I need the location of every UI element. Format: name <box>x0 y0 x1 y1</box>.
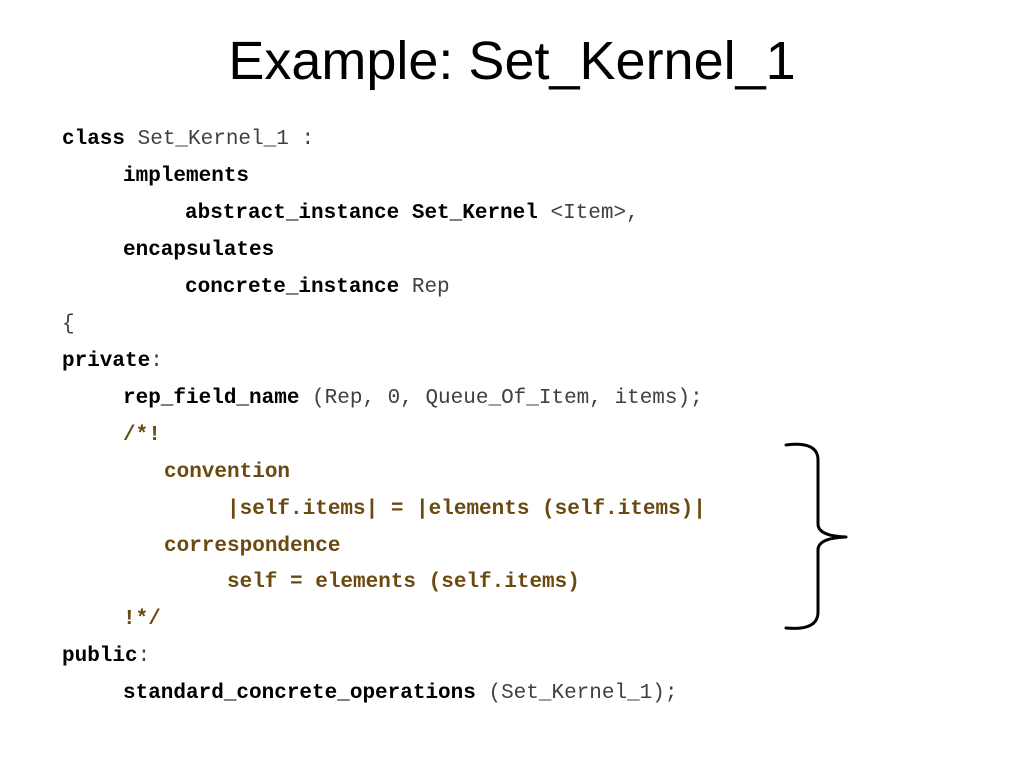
identifier: Set_Kernel_1 : <box>125 128 315 151</box>
identifier: (Set_Kernel_1); <box>475 682 678 705</box>
keyword: abstract_instance Set_Kernel <box>185 202 538 225</box>
slide-title: Example: Set_Kernel_1 <box>228 31 796 91</box>
keyword: rep_field_name <box>123 387 300 410</box>
comment-text: |self.items| = |elements (self.items)| <box>227 498 706 521</box>
code-line-comment-close: !*/ <box>123 605 161 635</box>
keyword: class <box>62 128 126 151</box>
keyword: private <box>62 350 151 373</box>
code-line-rep-field-name: rep_field_name (Rep, 0, Queue_Of_Item, i… <box>123 384 703 414</box>
comment-text: !*/ <box>123 608 161 631</box>
code-line-convention-body: |self.items| = |elements (self.items)| <box>227 495 706 525</box>
comment-text: correspondence <box>164 535 341 558</box>
code-line-open-brace: { <box>62 310 75 340</box>
code-line-encapsulates: encapsulates <box>123 236 274 266</box>
keyword: concrete_instance <box>185 276 400 299</box>
keyword: implements <box>123 165 250 188</box>
code-line-standard-ops: standard_concrete_operations (Set_Kernel… <box>123 679 678 709</box>
open-brace: { <box>62 313 75 336</box>
identifier: <Item>, <box>537 202 639 225</box>
code-line-concrete-instance: concrete_instance Rep <box>185 273 450 303</box>
colon: : <box>150 350 163 373</box>
colon: : <box>137 645 151 668</box>
keyword: standard_concrete_operations <box>123 682 476 705</box>
code-line-abstract-instance: abstract_instance Set_Kernel <Item>, <box>185 199 639 229</box>
code-line-public: public: <box>62 642 150 672</box>
code-line-class: class Set_Kernel_1 : <box>62 125 314 155</box>
identifier: Rep <box>399 276 450 299</box>
code-line-implements: implements <box>123 162 249 192</box>
comment-text: /*! <box>123 424 161 447</box>
code-line-correspondence: correspondence <box>164 532 340 562</box>
keyword: public <box>62 645 138 668</box>
code-line-private: private: <box>62 347 163 377</box>
comment-text: convention <box>164 461 291 484</box>
code-line-correspondence-body: self = elements (self.items) <box>227 568 580 598</box>
identifier: (Rep, 0, Queue_Of_Item, items); <box>299 387 703 410</box>
keyword: encapsulates <box>123 239 275 262</box>
code-line-convention: convention <box>164 458 290 488</box>
comment-text: self = elements (self.items) <box>227 571 580 594</box>
code-line-comment-open: /*! <box>123 421 161 451</box>
